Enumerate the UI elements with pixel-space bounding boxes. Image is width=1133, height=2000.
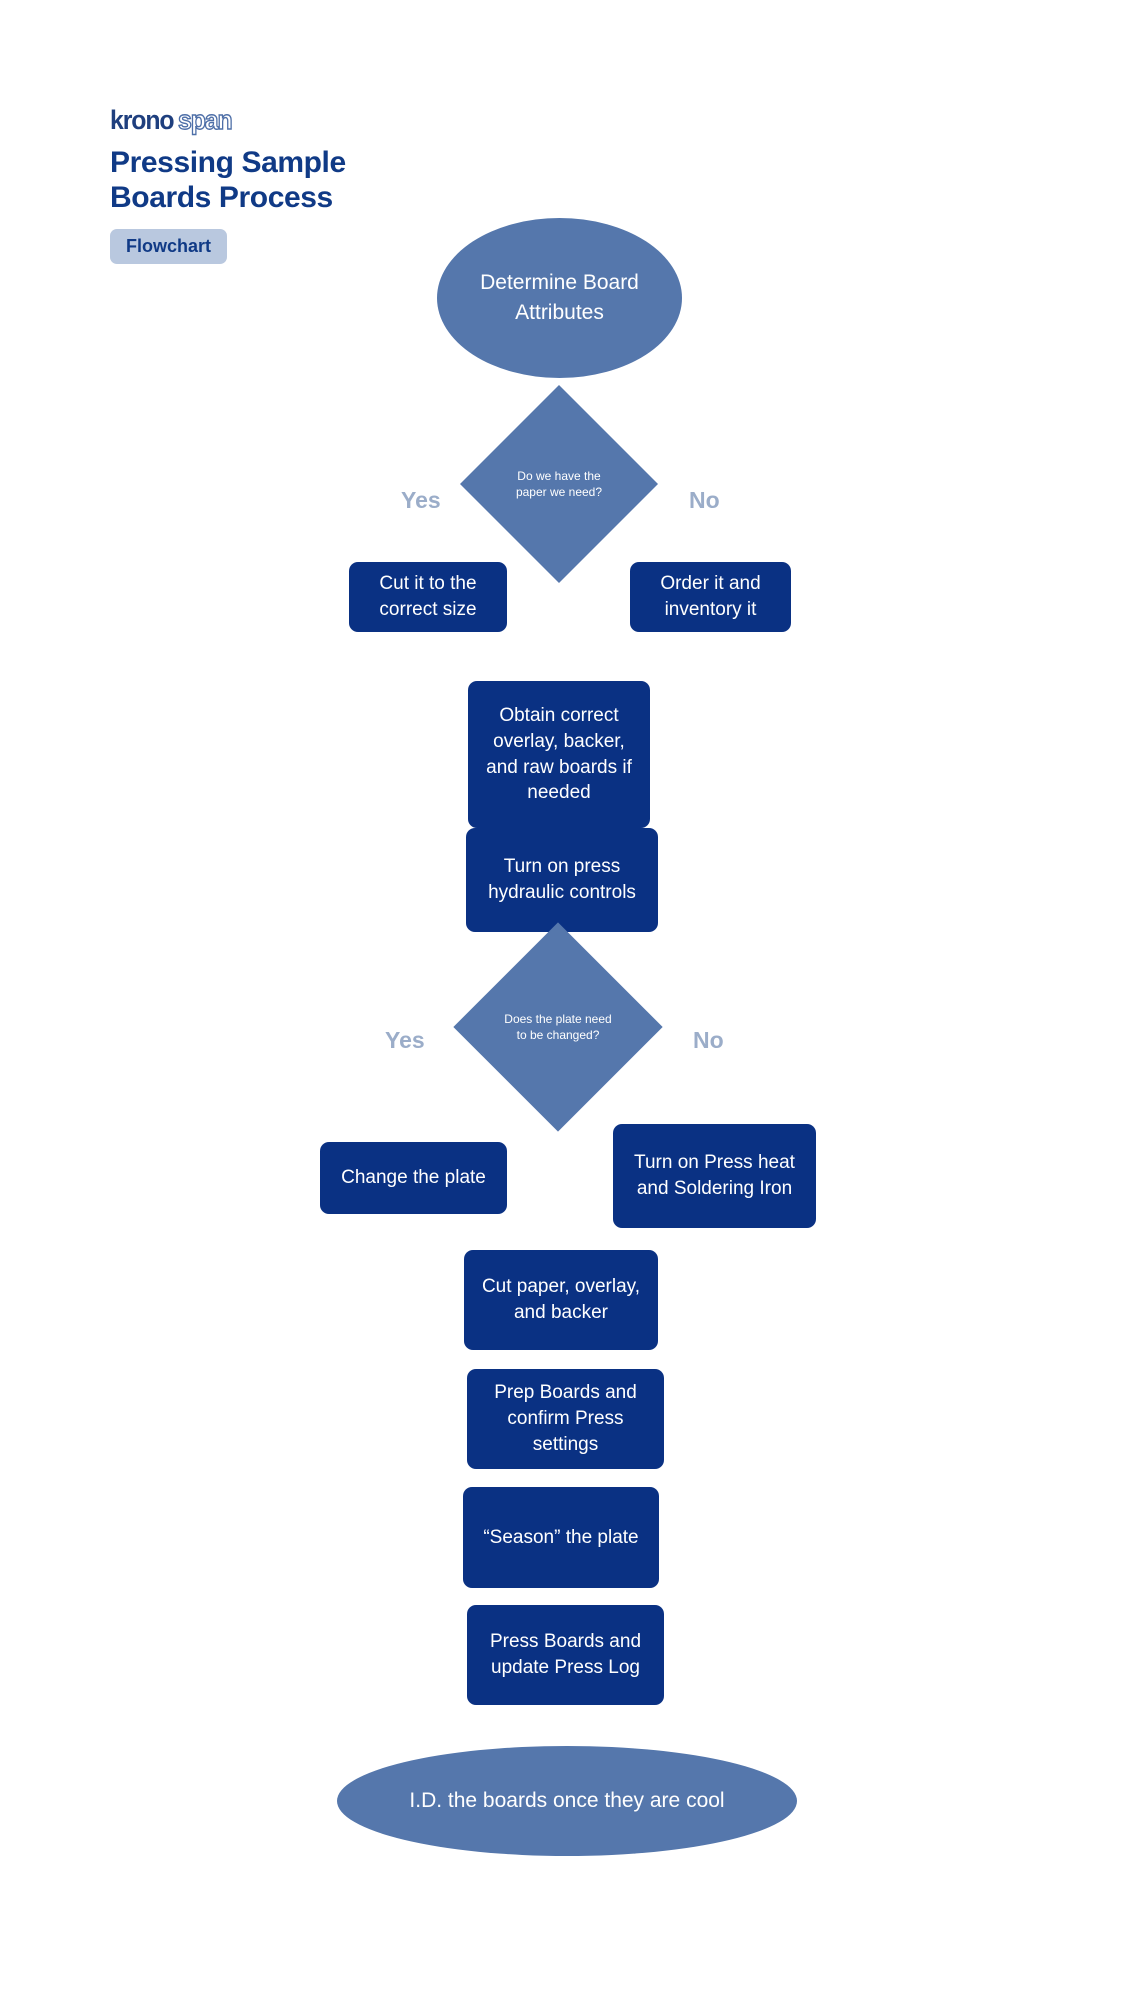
flow-node-start[interactable]: Determine Board Attributes [437,218,682,378]
page-title: Pressing Sample Boards Process [110,146,346,214]
flow-node-obtain-materials[interactable]: Obtain correct overlay, backer, and raw … [468,681,650,828]
flow-node-hydraulic-controls-label: Turn on press hydraulic controls [488,856,636,903]
branch-label-yes-plate: Yes [385,1027,425,1053]
flow-node-season-plate-label: “Season” the plate [483,1526,639,1548]
flow-node-obtain-materials-label: Obtain correct overlay, backer, and raw … [486,704,632,804]
flow-node-end-label: I.D. the boards once they are cool [409,1789,725,1813]
flow-node-cut-paper-label: Cut paper, overlay, and backer [481,1276,641,1323]
flow-node-decision-plate-label: Does the plate need to be changed? [504,1011,612,1042]
flow-node-change-plate-label: Change the plate [341,1167,486,1189]
flow-node-prep-boards-label: Prep Boards and confirm Press settings [494,1382,637,1455]
flowchart-badge: Flowchart [110,228,228,264]
flow-node-press-heat[interactable]: Turn on Press heat and Soldering Iron [613,1124,816,1228]
flow-node-end[interactable]: I.D. the boards once they are cool [337,1746,797,1856]
flow-node-cut-to-size-label: Cut it to the correct size [379,573,477,620]
flow-node-decision-paper[interactable]: Do we have the paper we need? [460,385,658,583]
branch-label-yes-paper: Yes [401,487,441,513]
logo-span-text: span [177,105,233,135]
branch-label-no-plate: No [693,1027,724,1053]
flow-node-season-plate[interactable]: “Season” the plate [463,1487,659,1588]
flow-node-cut-paper[interactable]: Cut paper, overlay, and backer [464,1250,658,1350]
branch-label-no-paper: No [689,487,720,513]
flow-node-order-inventory[interactable]: Order it and inventory it [630,562,791,632]
flow-node-decision-paper-label: Do we have the paper we need? [515,468,603,499]
logo-krono-text: krono [110,105,175,135]
flow-node-prep-boards[interactable]: Prep Boards and confirm Press settings [467,1369,664,1469]
flow-node-press-heat-label: Turn on Press heat and Soldering Iron [634,1152,795,1199]
flow-node-press-boards-label: Press Boards and update Press Log [489,1631,642,1678]
flow-node-cut-to-size[interactable]: Cut it to the correct size [349,562,507,632]
flow-node-press-boards[interactable]: Press Boards and update Press Log [467,1605,664,1705]
flow-node-start-label: Determine Board Attributes [480,271,639,324]
flow-node-hydraulic-controls[interactable]: Turn on press hydraulic controls [466,828,658,932]
flow-node-decision-plate[interactable]: Does the plate need to be changed? [453,922,663,1132]
flow-node-change-plate[interactable]: Change the plate [320,1142,507,1214]
flow-node-order-inventory-label: Order it and inventory it [660,573,761,620]
